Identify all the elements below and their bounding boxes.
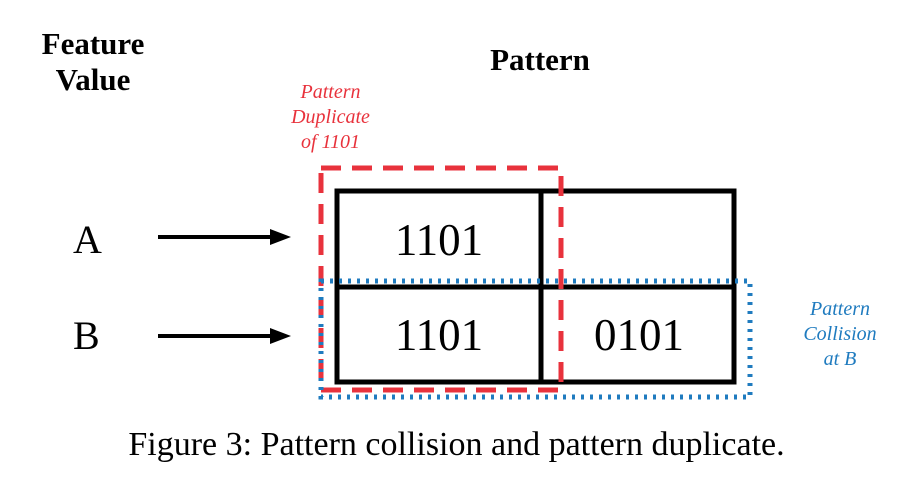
arrow-a [158,229,291,245]
table-cell-b-1: 1101 [394,310,484,360]
pattern-header: Pattern [490,42,590,77]
table-cell-a-1: 1101 [394,215,484,265]
collision-highlight-box [318,278,753,400]
figure-caption: Figure 3: Pattern collision and pattern … [128,426,785,463]
feature-value-header: Feature Value [41,26,145,97]
row-label-a: A [73,217,102,262]
table-cell-b-2: 0101 [594,310,684,360]
pattern-table [334,188,737,385]
row-label-b: B [73,313,100,358]
arrow-b [158,328,291,344]
duplicate-annotation: Pattern Duplicate of 1101 [291,81,370,153]
collision-annotation: Pattern Collision at B [803,298,877,370]
